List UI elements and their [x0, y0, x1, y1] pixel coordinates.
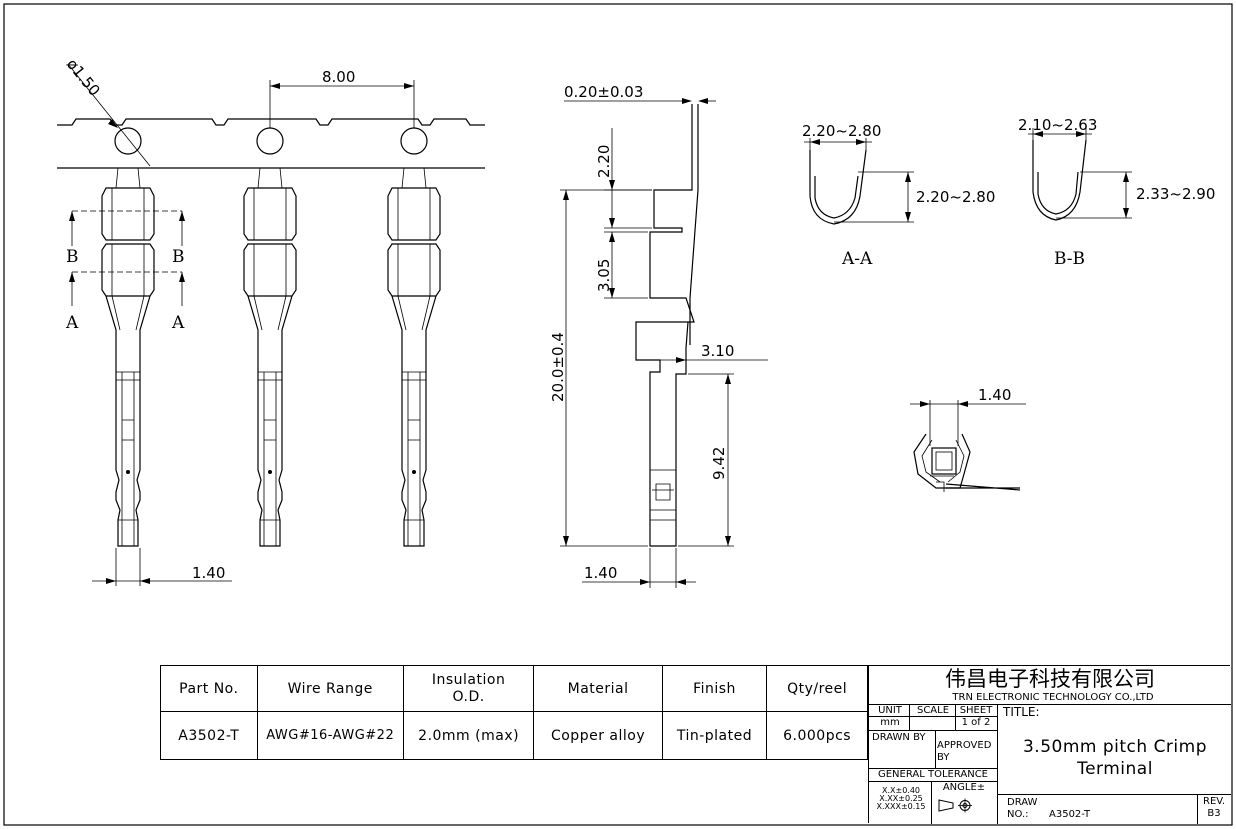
terminal-3 [387, 167, 441, 547]
tol-3: X.XXX±0.15 [876, 802, 926, 811]
bb-width-text: 2.10~2.63 [1018, 116, 1097, 134]
header-wire-range: Wire Range [256, 665, 404, 712]
terminal-2 [243, 167, 297, 547]
bb-height-text: 2.33~2.90 [1136, 185, 1215, 203]
general-tolerance: GENERAL TOLERANCE [877, 769, 989, 780]
draw-no: A3502-T [1049, 809, 1091, 820]
label-b-right: B [172, 247, 185, 267]
label-b-left: B [66, 247, 79, 267]
front-width-text: 1.40 [192, 564, 225, 582]
label-a-left: A [65, 313, 79, 333]
d942-text: 9.42 [710, 447, 728, 480]
header-qty-reel: Qty/reel [766, 665, 868, 712]
approved-by: APPROVED BY [937, 740, 992, 763]
dim-side-width: 1.40 [582, 548, 696, 588]
angle-label: ANGLE± [942, 782, 986, 793]
sheet-value: 1 of 2 [961, 717, 991, 728]
d220-text: 2.20 [595, 145, 613, 178]
draw-no-label: DRAW NO.: [1007, 797, 1038, 820]
rev-value: B3 [1207, 808, 1221, 819]
cell-insulation: 2.0mm (max) [402, 711, 535, 760]
terminal-1 [101, 167, 155, 547]
side-view [635, 104, 699, 547]
cell-material: Copper alloy [533, 711, 663, 760]
hole-dia-text: ø1.50 [63, 55, 104, 99]
drawn-by: DRAWN BY [872, 732, 926, 743]
header-material: Material [533, 665, 663, 712]
scale-label: SCALE [916, 705, 950, 716]
sheet-label: SHEET [959, 705, 993, 716]
dim-3-05: 3.05 [595, 231, 648, 299]
title-block: 伟昌电子科技有限公司 TRN ELECTRONIC TECHNOLOGY CO.… [868, 665, 1231, 824]
projection-icon [937, 797, 977, 813]
section-aa-label: A-A [841, 249, 873, 269]
section-cut-lines: B B A A [65, 210, 185, 333]
dim-3-10: 3.10 [636, 342, 768, 363]
pitch-text: 8.00 [322, 68, 355, 86]
length-text: 20.0±0.4 [549, 332, 567, 402]
unit-label: UNIT [878, 705, 902, 716]
thickness-text: 0.20±0.03 [564, 83, 643, 101]
label-a-right: A [171, 313, 185, 333]
dim-hole-diameter: ø1.50 [63, 55, 151, 167]
rev-label: REV. [1203, 796, 1225, 807]
cell-finish: Tin-plated [661, 711, 768, 760]
section-bb: 2.10~2.63 2.33~2.90 B-B [1018, 116, 1215, 269]
spec-table: Part No. Wire Range Insulation O.D. Mate… [160, 665, 868, 760]
header-finish: Finish [661, 665, 768, 712]
unit-value: mm [880, 717, 900, 728]
title-line-2: Terminal [1077, 759, 1153, 779]
carrier-strip [57, 118, 485, 169]
section-bb-label: B-B [1054, 249, 1085, 269]
title-label: TITLE: [1003, 705, 1040, 719]
tol-2: X.XX±0.25 [879, 794, 923, 803]
d305-text: 3.05 [595, 259, 613, 292]
end-view: 1.40 [910, 386, 1026, 492]
aa-width-text: 2.20~2.80 [802, 122, 881, 140]
sheet-border [3, 3, 1233, 826]
cell-part-no: A3502-T [160, 711, 258, 760]
header-part-no: Part No. [160, 665, 258, 712]
d310-text: 3.10 [701, 342, 734, 360]
aa-height-text: 2.20~2.80 [916, 188, 995, 206]
dim-pitch: 8.00 [269, 68, 415, 128]
company-cn: 伟昌电子科技有限公司 [945, 667, 1155, 691]
dim-front-width: 1.40 [92, 548, 232, 586]
dim-9-42: 9.42 [678, 373, 734, 547]
cell-qty-reel: 6.000pcs [766, 711, 868, 760]
section-aa: 2.20~2.80 2.20~2.80 A-A [802, 122, 995, 269]
tol-1: X.X±0.40 [881, 786, 921, 795]
header-insulation: Insulation O.D. [402, 665, 535, 712]
cell-wire-range: AWG#16-AWG#22 [256, 711, 404, 760]
dim-2-20: 2.20 [595, 128, 652, 229]
end-width-text: 1.40 [978, 386, 1011, 404]
dim-length: 20.0±0.4 [549, 189, 652, 547]
title-line-1: 3.50mm pitch Crimp [1022, 737, 1207, 757]
dim-thickness: 0.20±0.03 [564, 83, 716, 104]
side-width-text: 1.40 [584, 564, 617, 582]
